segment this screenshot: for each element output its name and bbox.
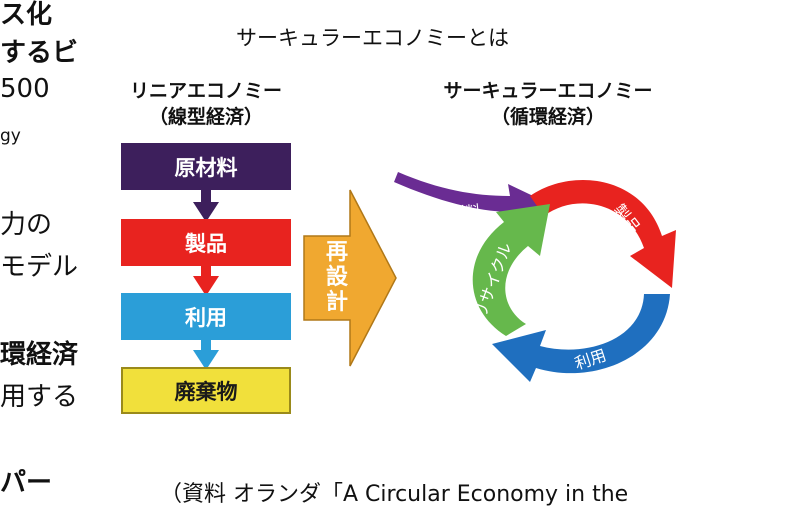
left-text-line-3: 500 [0,74,50,104]
linear-box-product-label: 製品 [185,231,227,256]
circular-heading: サーキュラーエコノミー （循環経済） [430,78,666,130]
linear-box-product: 製品 [121,219,291,266]
linear-heading: リニアエコノミー （線型経済） [126,78,286,130]
left-text-line-1: ス化 [0,0,53,30]
redesign-label: 再設計 [325,240,348,315]
linear-box-waste-label: 廃棄物 [174,379,238,404]
cycle-use-arc [492,294,670,382]
circular-cycle [394,172,676,382]
left-text-line-8: 用する [0,382,79,412]
linear-box-waste: 廃棄物 [121,367,291,414]
cycle-product-arc [530,179,676,288]
source-caption: （資料 オランダ「A Circular Economy in the [160,482,629,507]
left-text-line-6: モデル [0,252,79,282]
arrow-product-to-use [193,266,219,296]
left-text-line-5: 力の [0,210,53,240]
redesign-arrow [303,189,397,367]
left-text-line-4: gy [0,126,21,146]
linear-heading-line-2: （線型経済） [148,106,263,128]
linear-box-use-label: 利用 [185,305,227,330]
linear-box-raw-material-label: 原材料 [174,155,238,180]
linear-heading-line-1: リニアエコノミー [129,80,282,102]
circular-heading-line-2: （循環経済） [490,106,605,128]
arrow-raw-to-product [193,190,219,222]
left-text-line-7: 環経済 [0,340,79,370]
linear-box-use: 利用 [121,293,291,340]
linear-flow-arrows [193,190,219,370]
diagram-title: サーキュラーエコノミーとは [236,26,509,50]
circular-heading-line-1: サーキュラーエコノミー [443,80,653,102]
linear-box-raw-material: 原材料 [121,143,291,190]
cycle-recycle-arc [472,204,550,336]
left-text-line-2: するビ [0,38,79,68]
arrow-use-to-waste [193,340,219,370]
